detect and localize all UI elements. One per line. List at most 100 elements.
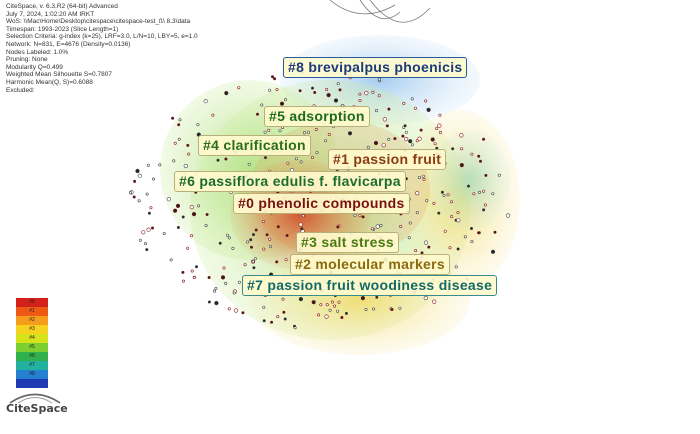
network-node (364, 90, 369, 96)
network-node (446, 193, 450, 197)
info-line: Network: N=831, E=4676 (Density=0.0136) (6, 40, 131, 48)
cluster-label-1[interactable]: #1 passion fruit (328, 149, 447, 170)
network-node (450, 215, 454, 219)
network-node (275, 88, 279, 92)
cluster-label-8[interactable]: #8 brevipalpus phoenicis (283, 57, 468, 78)
cluster-label-7[interactable]: #7 passion fruit woodiness disease (242, 275, 498, 296)
network-node (190, 269, 194, 273)
network-node (173, 141, 177, 145)
network-node (381, 143, 386, 148)
network-node (399, 225, 403, 229)
network-node (364, 307, 368, 311)
top-arcs (329, 0, 431, 23)
legend-cell: #6 (16, 352, 48, 361)
network-node (421, 174, 425, 178)
network-node (374, 109, 378, 113)
network-node (375, 224, 380, 229)
info-line: Nodes Labeled: 1.0% (6, 48, 69, 56)
network-node (213, 289, 217, 293)
network-node (459, 133, 464, 138)
network-node (166, 197, 171, 202)
network-node (490, 249, 496, 254)
network-node (327, 133, 331, 137)
network-node (398, 306, 402, 310)
network-node (189, 205, 194, 210)
network-node (227, 307, 231, 311)
network-node (222, 266, 226, 270)
network-node (286, 161, 290, 165)
network-node (283, 98, 287, 102)
network-node (497, 173, 501, 177)
network-node (417, 176, 421, 180)
network-node (460, 147, 464, 151)
network-node (151, 226, 155, 230)
network-node (192, 275, 196, 279)
network-node (483, 203, 487, 207)
network-node (243, 263, 247, 267)
network-node (506, 213, 511, 218)
network-node (237, 280, 241, 284)
network-node (326, 92, 331, 98)
network-node (172, 159, 176, 163)
logo-arc-icon (9, 393, 61, 404)
cluster-label-2[interactable]: #2 molecular markers (290, 254, 450, 275)
info-line: Modularity Q=0.499 (6, 63, 63, 71)
logo-text: CiteSpace (6, 402, 68, 415)
network-node (276, 315, 280, 319)
info-line: Excluded: (6, 86, 35, 94)
network-node (430, 137, 435, 142)
network-node (433, 142, 437, 146)
network-node (302, 131, 306, 135)
network-node (470, 240, 474, 244)
network-node (448, 246, 452, 250)
network-node (426, 107, 431, 112)
info-line: CiteSpace, v. 6.3.R2 (64-bit) Advanced (6, 3, 118, 10)
network-node (410, 143, 414, 147)
network-node (311, 300, 316, 305)
network-node (205, 213, 209, 217)
cluster-label-3[interactable]: #3 salt stress (296, 232, 399, 253)
network-node (285, 234, 289, 238)
network-node (254, 228, 258, 232)
network-node (137, 173, 142, 178)
network-node (181, 279, 185, 283)
network-node (234, 308, 239, 313)
cluster-label-4[interactable]: #4 clarification (198, 135, 311, 156)
network-node (145, 192, 149, 196)
network-node (203, 99, 208, 104)
network-node (317, 313, 321, 317)
cluster-label-6[interactable]: #6 passiflora edulis f. flavicarpa (174, 171, 406, 192)
network-node (177, 123, 181, 127)
network-node (224, 281, 228, 285)
network-node (424, 99, 428, 103)
network-node (275, 260, 279, 264)
cluster-label-5[interactable]: #5 adsorption (264, 106, 370, 127)
network-node (224, 157, 228, 161)
network-node (478, 159, 482, 163)
network-node (390, 307, 394, 311)
network-node (181, 270, 185, 274)
network-node (195, 265, 199, 269)
network-node (333, 304, 337, 308)
network-node (252, 233, 256, 237)
network-node (387, 137, 391, 141)
network-node (249, 238, 253, 242)
network-node (319, 303, 323, 307)
network-node (298, 89, 302, 93)
network-node (216, 158, 220, 162)
cluster-label-0[interactable]: #0 phenolic compounds (233, 193, 410, 214)
network-node (423, 295, 428, 301)
network-node (262, 247, 266, 251)
network-node (325, 303, 329, 307)
network-node (459, 163, 464, 168)
network-node (138, 238, 142, 242)
network-node (135, 168, 140, 174)
legend-cell: #2 (16, 316, 48, 325)
network-node (408, 221, 412, 225)
network-node (435, 127, 439, 131)
network-node (133, 179, 137, 183)
info-line: Weighted Mean Silhouette S=0.7807 (6, 71, 112, 79)
network-node (252, 266, 256, 270)
network-node (477, 154, 481, 158)
network-node (415, 211, 419, 215)
